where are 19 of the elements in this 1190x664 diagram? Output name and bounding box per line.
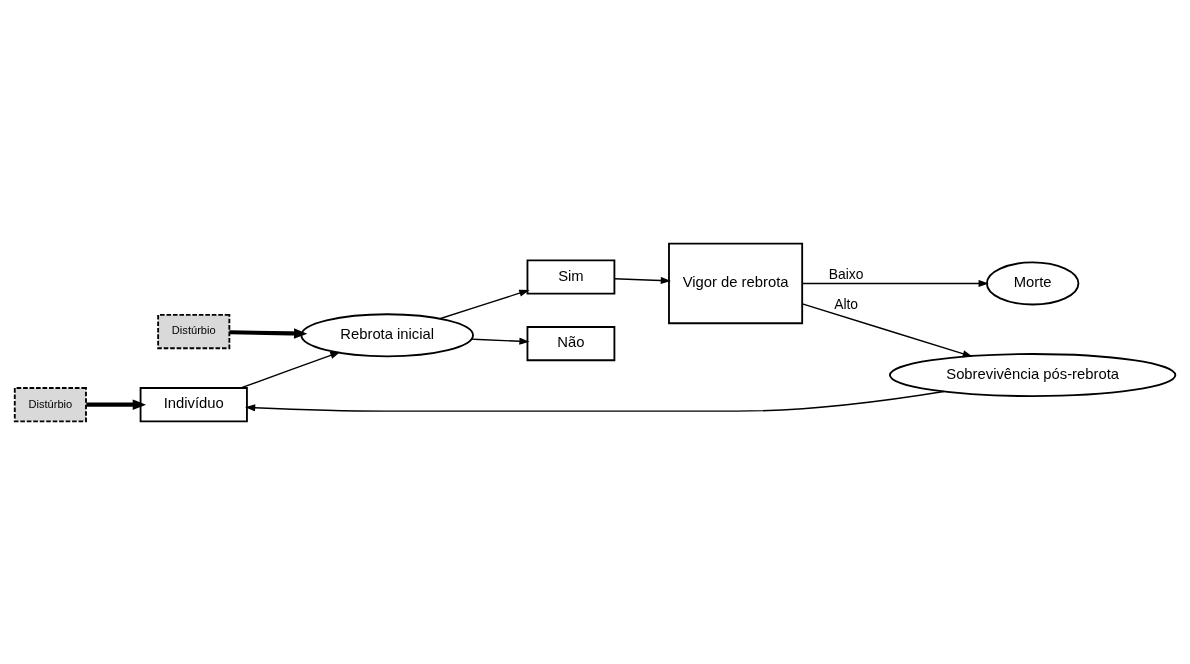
edge-label: Alto [834,295,859,312]
arrow [240,351,341,389]
node-box: Vigor de rebrota [668,242,804,324]
node-box: Não [526,325,616,361]
node-box: Distúrbio [13,386,87,422]
arrow [439,289,530,319]
node-box: Distúrbio [157,313,231,349]
node-ellipse: Morte [985,261,1080,305]
arrow [229,327,308,339]
edge-label: Baixo [828,265,864,282]
arrow [801,302,973,357]
arrow [245,390,945,412]
node-box: Indivíduo [139,386,248,422]
arrow [801,279,989,287]
arrow [613,276,671,284]
arrow [470,337,530,345]
arrow [86,398,146,410]
node-ellipse: Sobrevivência pós-rebrota [889,352,1177,397]
node-box: Sim [526,258,616,295]
